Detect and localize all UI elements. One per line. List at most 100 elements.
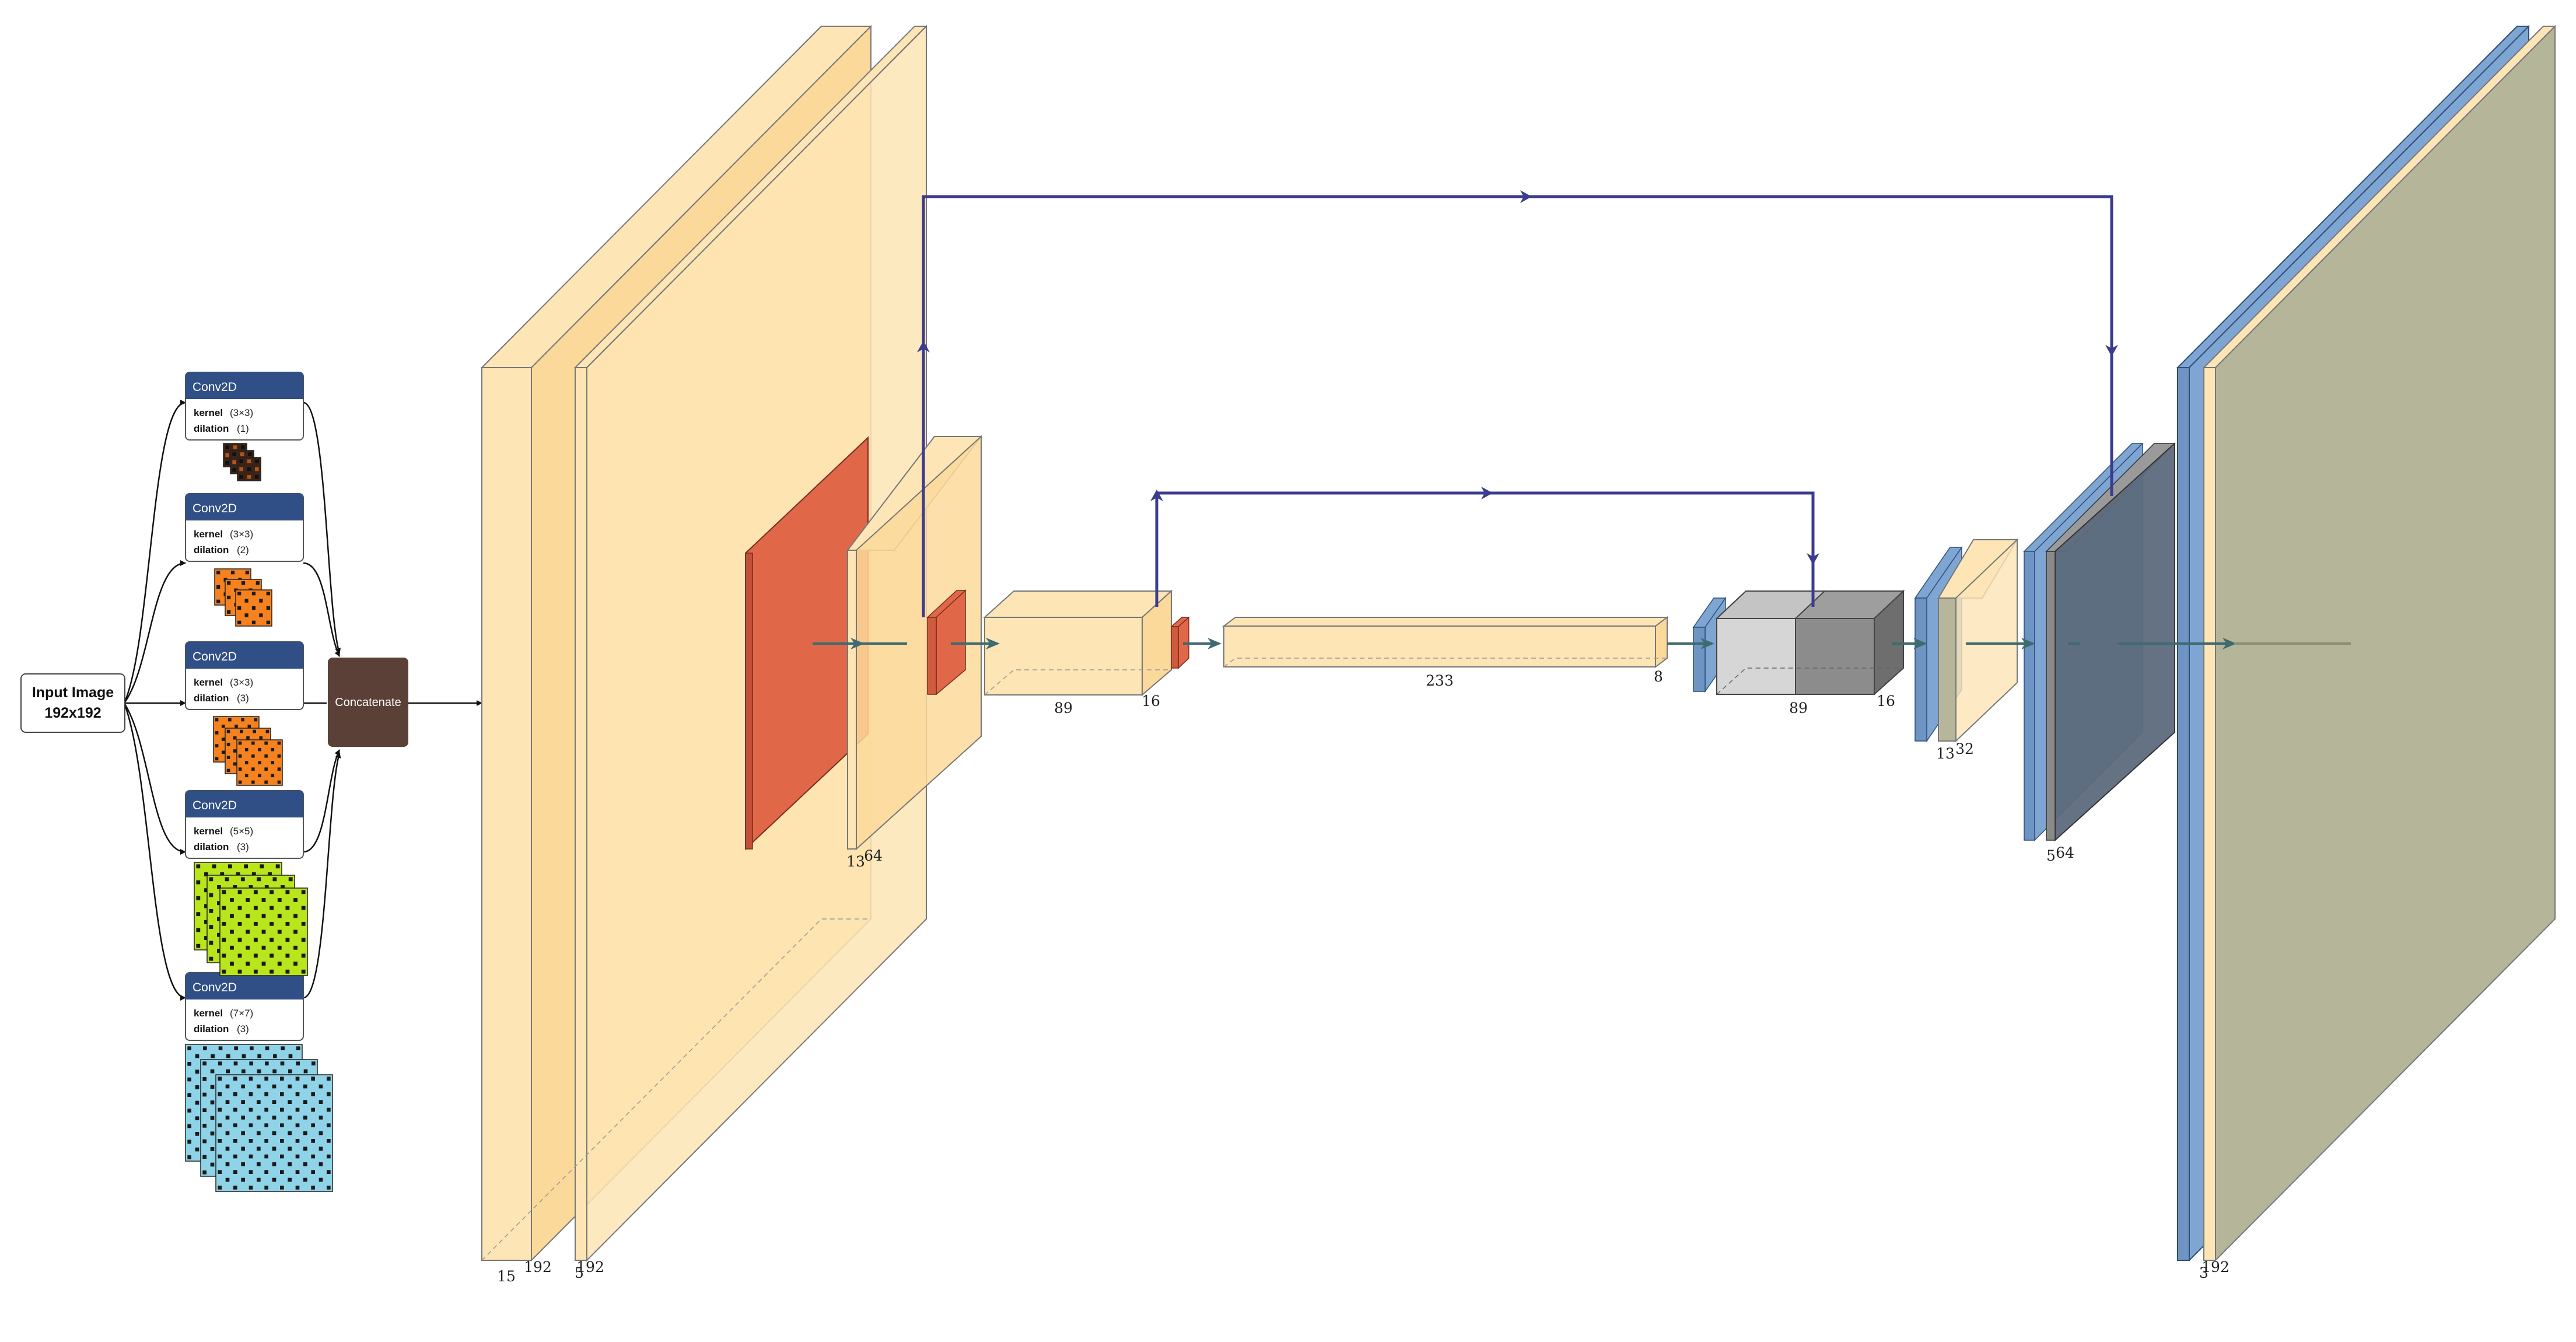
dim-dec3-b: 64: [2056, 844, 2074, 861]
swatch-dot: [327, 1170, 331, 1174]
swatch-dot: [271, 761, 275, 764]
kernel-label: kernel: [194, 407, 223, 418]
swatch-dot: [241, 1147, 245, 1151]
swatch-dot: [196, 896, 201, 900]
swatch-dot: [222, 953, 226, 958]
swatch-dot: [265, 1046, 270, 1050]
swatch-dot: [311, 1186, 315, 1190]
swatch-dot: [195, 1085, 200, 1089]
swatch-dot: [210, 1085, 215, 1089]
swatch-dot: [202, 1092, 206, 1097]
swatch-dot: [293, 898, 298, 902]
swatch-dot: [218, 1139, 222, 1143]
swatch-dot: [266, 592, 270, 596]
swatch-dot: [232, 460, 236, 464]
swatch-dot: [259, 736, 263, 740]
swatch-dot: [216, 571, 220, 575]
swatch-dot: [253, 729, 256, 733]
swatch-dot: [258, 774, 261, 778]
swatch-dot: [268, 872, 272, 876]
swatch-dot: [264, 1092, 268, 1096]
swatch-dot: [272, 1069, 276, 1074]
swatch-dot: [218, 1092, 222, 1096]
swatch-dot: [209, 908, 214, 913]
swatch-dot: [251, 767, 255, 771]
swatch-dot: [226, 768, 230, 773]
kernel-swatch-3: [194, 862, 308, 976]
swatch-dot: [233, 762, 237, 766]
swatch-dot: [257, 1162, 261, 1166]
swatch-dot: [228, 718, 232, 722]
swatch-dot: [264, 1077, 268, 1081]
swatch-dot: [327, 1077, 331, 1081]
swatch-dot: [235, 724, 238, 728]
branch-4: Conv2D kernel (7×7) dilation (3): [185, 972, 304, 1041]
swatch-dot: [218, 1154, 222, 1159]
swatch-dot: [288, 1100, 292, 1104]
swatch-dot: [225, 877, 229, 882]
swatch-dot: [246, 929, 250, 934]
swatch-dot: [233, 1123, 237, 1127]
swatch-dot: [271, 774, 275, 778]
swatch-dot: [234, 1046, 238, 1050]
swatch-dot: [275, 864, 280, 869]
dim-enc3-a: 89: [1054, 700, 1073, 717]
swatch-dot: [312, 1061, 316, 1065]
swatch-dot: [241, 1177, 245, 1182]
swatch-dot: [227, 581, 231, 585]
swatch-dot: [225, 1147, 230, 1151]
swatch-dot: [256, 581, 260, 585]
swatch-dot: [249, 1139, 253, 1143]
swatch-dot: [277, 945, 282, 950]
swatch-dot: [210, 1147, 215, 1151]
dilation-label: dilation: [194, 544, 229, 555]
swatch-dot: [273, 1054, 277, 1058]
swatch-dot: [237, 969, 242, 974]
swatch-dot: [301, 953, 306, 958]
swatch-dot: [272, 1177, 276, 1182]
dilation-label: dilation: [194, 841, 229, 852]
swatch-dot: [237, 620, 242, 624]
swatch-dot: [327, 1107, 331, 1112]
swatch-dot: [303, 1100, 307, 1104]
dilation-label: dilation: [194, 1023, 229, 1035]
swatch-dot: [311, 1092, 315, 1096]
swatch-dot: [251, 592, 256, 596]
swatch-dot: [187, 1093, 191, 1097]
swatch-dot: [264, 754, 268, 758]
swatch-dot: [248, 452, 252, 456]
dim-dec1-a: 89: [1789, 700, 1808, 717]
pool-layer-3: [1170, 616, 1190, 669]
swatch-dot: [225, 1162, 230, 1166]
swatch-dot: [281, 885, 285, 889]
swatch-dot: [311, 1123, 315, 1127]
output-block: [2176, 25, 2557, 1262]
kernel-value: (3×3): [230, 407, 253, 418]
swatch-dot: [226, 743, 230, 746]
swatch-dot: [285, 938, 290, 942]
swatch-dot: [233, 445, 237, 449]
swatch-dot: [241, 1100, 245, 1104]
swatch-dot: [210, 1069, 215, 1074]
swatch-dot: [303, 1116, 307, 1120]
swatch-dot: [209, 941, 214, 945]
swatch-dot: [301, 921, 306, 926]
kernel-swatches: [185, 443, 333, 1192]
swatch-dot: [187, 1140, 191, 1144]
branch-2: Conv2D kernel (3×3) dilation (3): [185, 641, 304, 710]
swatch-dot: [253, 938, 258, 942]
swatch-dot: [240, 452, 244, 456]
swatch-dot: [301, 938, 306, 942]
swatch-dot: [249, 1123, 253, 1127]
swatch-dot: [270, 969, 274, 974]
swatch-dot: [225, 1100, 230, 1104]
swatch-dot: [239, 459, 243, 463]
swatch-dot: [270, 890, 274, 894]
swatch-dot: [227, 595, 231, 600]
swatch-dot: [217, 885, 221, 889]
swatch-dot: [251, 741, 255, 745]
swatch-dot: [218, 1046, 223, 1050]
dilation-value: (3): [237, 841, 249, 852]
swatch-dot: [233, 736, 237, 740]
swatch-dot: [277, 914, 282, 918]
